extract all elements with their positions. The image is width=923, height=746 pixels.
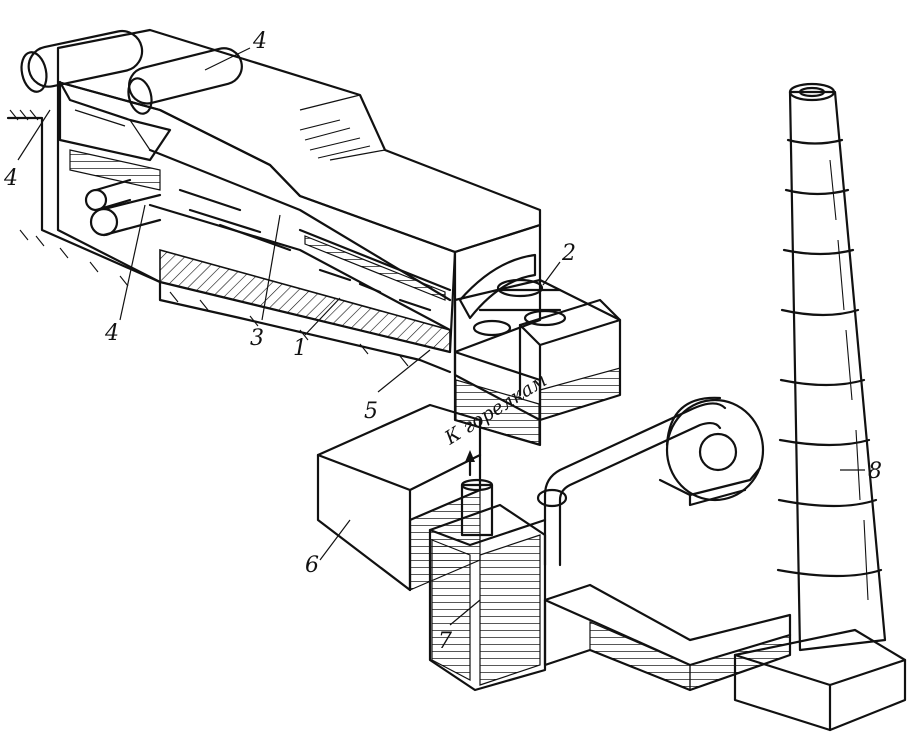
- slab-cassette: [453, 278, 622, 447]
- callout-4-left: 4: [3, 166, 18, 191]
- callout-8: 8: [868, 459, 882, 484]
- callout-4-bottom: 4: [104, 321, 119, 346]
- callout-7: 7: [438, 629, 452, 654]
- furnace-tunnel: [56, 28, 542, 354]
- callout-3: 3: [250, 326, 264, 351]
- leader-lines: [17, 47, 865, 626]
- chimney: [733, 82, 907, 732]
- fan-blower: [536, 396, 765, 567]
- flue-duct: [316, 403, 792, 692]
- callout-2: 2: [561, 241, 576, 266]
- callout-5: 5: [364, 399, 378, 424]
- callout-1: 1: [293, 336, 307, 361]
- ground-line: [6, 109, 452, 374]
- callout-6: 6: [305, 553, 319, 578]
- entry-rollers: [20, 29, 243, 237]
- callout-4-top: 4: [252, 29, 267, 54]
